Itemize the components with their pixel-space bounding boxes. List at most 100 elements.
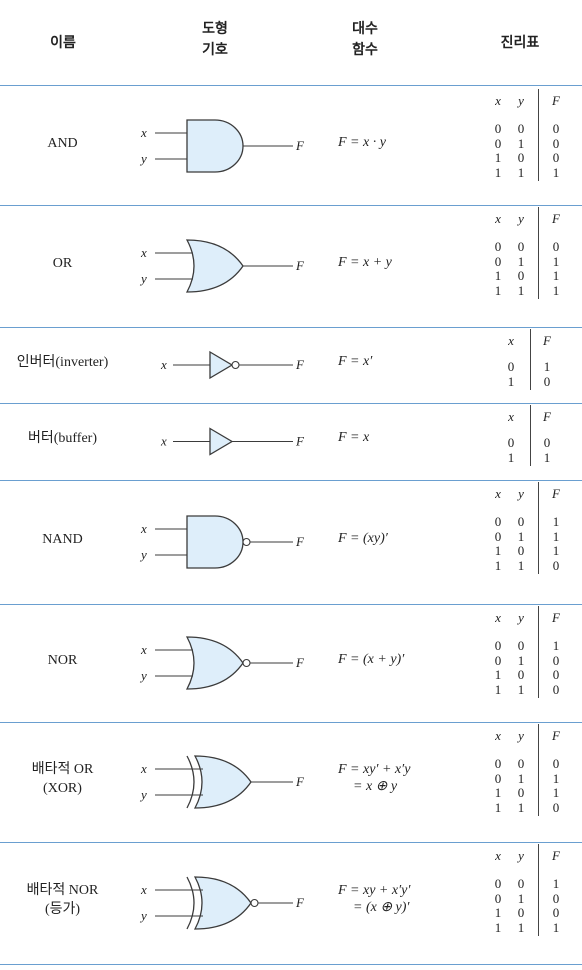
truth-cell: 0 <box>494 652 502 668</box>
output-label-f: F <box>295 534 305 549</box>
truth-cell: 1 <box>494 667 502 682</box>
gate-name-line: 버터(buffer) <box>27 431 98 446</box>
output-label-f: F <box>295 138 305 153</box>
truth-cell: 1 <box>543 359 551 374</box>
row-divider <box>0 403 582 404</box>
function-line: F = x · y <box>338 134 386 150</box>
gate-name-line: NAND <box>42 531 83 547</box>
input-label-y: y <box>139 271 147 286</box>
truth-cell: 0 <box>507 435 515 450</box>
truth-divider <box>530 329 531 390</box>
input-label-x: x <box>140 761 147 776</box>
gate-body-and <box>186 119 244 173</box>
truth-header-f: F <box>552 486 560 501</box>
truth-cell: 1 <box>494 785 502 800</box>
truth-cell: 1 <box>494 557 502 573</box>
row-divider <box>0 205 582 206</box>
gate-name-line: (XOR) <box>43 781 82 796</box>
input-label-y: y <box>139 908 147 923</box>
truth-cell: 1 <box>552 876 560 891</box>
header-truth-table: 진리표 <box>500 35 540 51</box>
truth-cell: 1 <box>543 449 551 465</box>
gate-body-or <box>185 239 244 293</box>
function-line: F = x <box>338 430 370 445</box>
function-line: = x ⊕ y <box>353 779 398 794</box>
truth-cell: 1 <box>517 282 525 298</box>
gate-name: 배타적 OR (XOR) <box>0 760 125 798</box>
truth-header-x: x <box>508 333 514 348</box>
truth-cell: 1 <box>507 449 515 465</box>
gate-symbol-xor: xyF <box>139 755 305 809</box>
input-label-x: x <box>140 882 147 897</box>
truth-header-y: y <box>518 728 524 743</box>
truth-header-y: y <box>518 486 524 501</box>
truth-cell: 0 <box>552 905 560 920</box>
header-symbol-line2: 기호 <box>202 42 228 58</box>
truth-cell: 0 <box>517 543 525 558</box>
truth-header-x: x <box>495 848 501 863</box>
truth-header-f: F <box>552 610 560 625</box>
truth-cell: 1 <box>517 164 525 180</box>
gate-name: AND <box>0 134 125 153</box>
truth-cell: 0 <box>494 253 502 269</box>
truth-cell: 0 <box>517 638 525 653</box>
gate-name-line: AND <box>47 135 78 151</box>
gate-name: OR <box>0 254 125 273</box>
truth-cell: 1 <box>517 135 525 151</box>
function-line: F = x′ <box>338 353 373 369</box>
algebraic-function: F = xy′ + x′y= x ⊕ y <box>338 761 410 795</box>
truth-header-y: y <box>518 848 524 863</box>
truth-cell: 1 <box>494 150 502 165</box>
truth-cell: 1 <box>552 770 560 786</box>
gate-name-line: 배타적 OR <box>31 762 94 777</box>
header-symbol: 도형 기호 <box>175 19 255 61</box>
inversion-bubble <box>231 360 240 370</box>
truth-header-x: x <box>495 93 501 108</box>
row-divider <box>0 480 582 481</box>
truth-cell: 1 <box>552 543 560 558</box>
output-label-f: F <box>295 655 305 670</box>
truth-header-y: y <box>518 610 524 625</box>
truth-cell: 1 <box>552 514 560 529</box>
input-label-y: y <box>139 547 147 562</box>
gate-name-line: 인버터(inverter) <box>16 354 109 370</box>
truth-cell: 0 <box>517 150 525 165</box>
truth-cell: 0 <box>494 528 502 544</box>
truth-cell: 0 <box>507 359 515 374</box>
function-line: F = x + y <box>338 254 392 270</box>
algebraic-function: F = x · y <box>338 134 386 151</box>
truth-header-f: F <box>552 728 560 743</box>
truth-cell: 1 <box>494 799 502 815</box>
gate-name-line: (등가) <box>44 902 81 917</box>
truth-cell: 0 <box>552 121 560 136</box>
input-label-x: x <box>160 434 167 449</box>
gate-name: NOR <box>0 651 125 670</box>
truth-cell: 0 <box>552 135 560 151</box>
input-label-x: x <box>160 357 167 372</box>
truth-cell: 0 <box>517 121 525 136</box>
input-label-y: y <box>139 668 147 683</box>
truth-divider <box>538 207 539 299</box>
truth-cell: 1 <box>517 557 525 573</box>
truth-cell: 0 <box>494 876 502 891</box>
gate-name: 인버터(inverter) <box>0 353 125 372</box>
row-divider <box>0 604 582 605</box>
truth-divider <box>538 89 539 181</box>
truth-header-f: F <box>552 93 560 108</box>
gate-body-nor <box>185 636 244 690</box>
truth-cell: 0 <box>543 435 551 450</box>
function-line: = (x ⊕ y)′ <box>353 900 410 915</box>
truth-cell: 1 <box>517 652 525 668</box>
